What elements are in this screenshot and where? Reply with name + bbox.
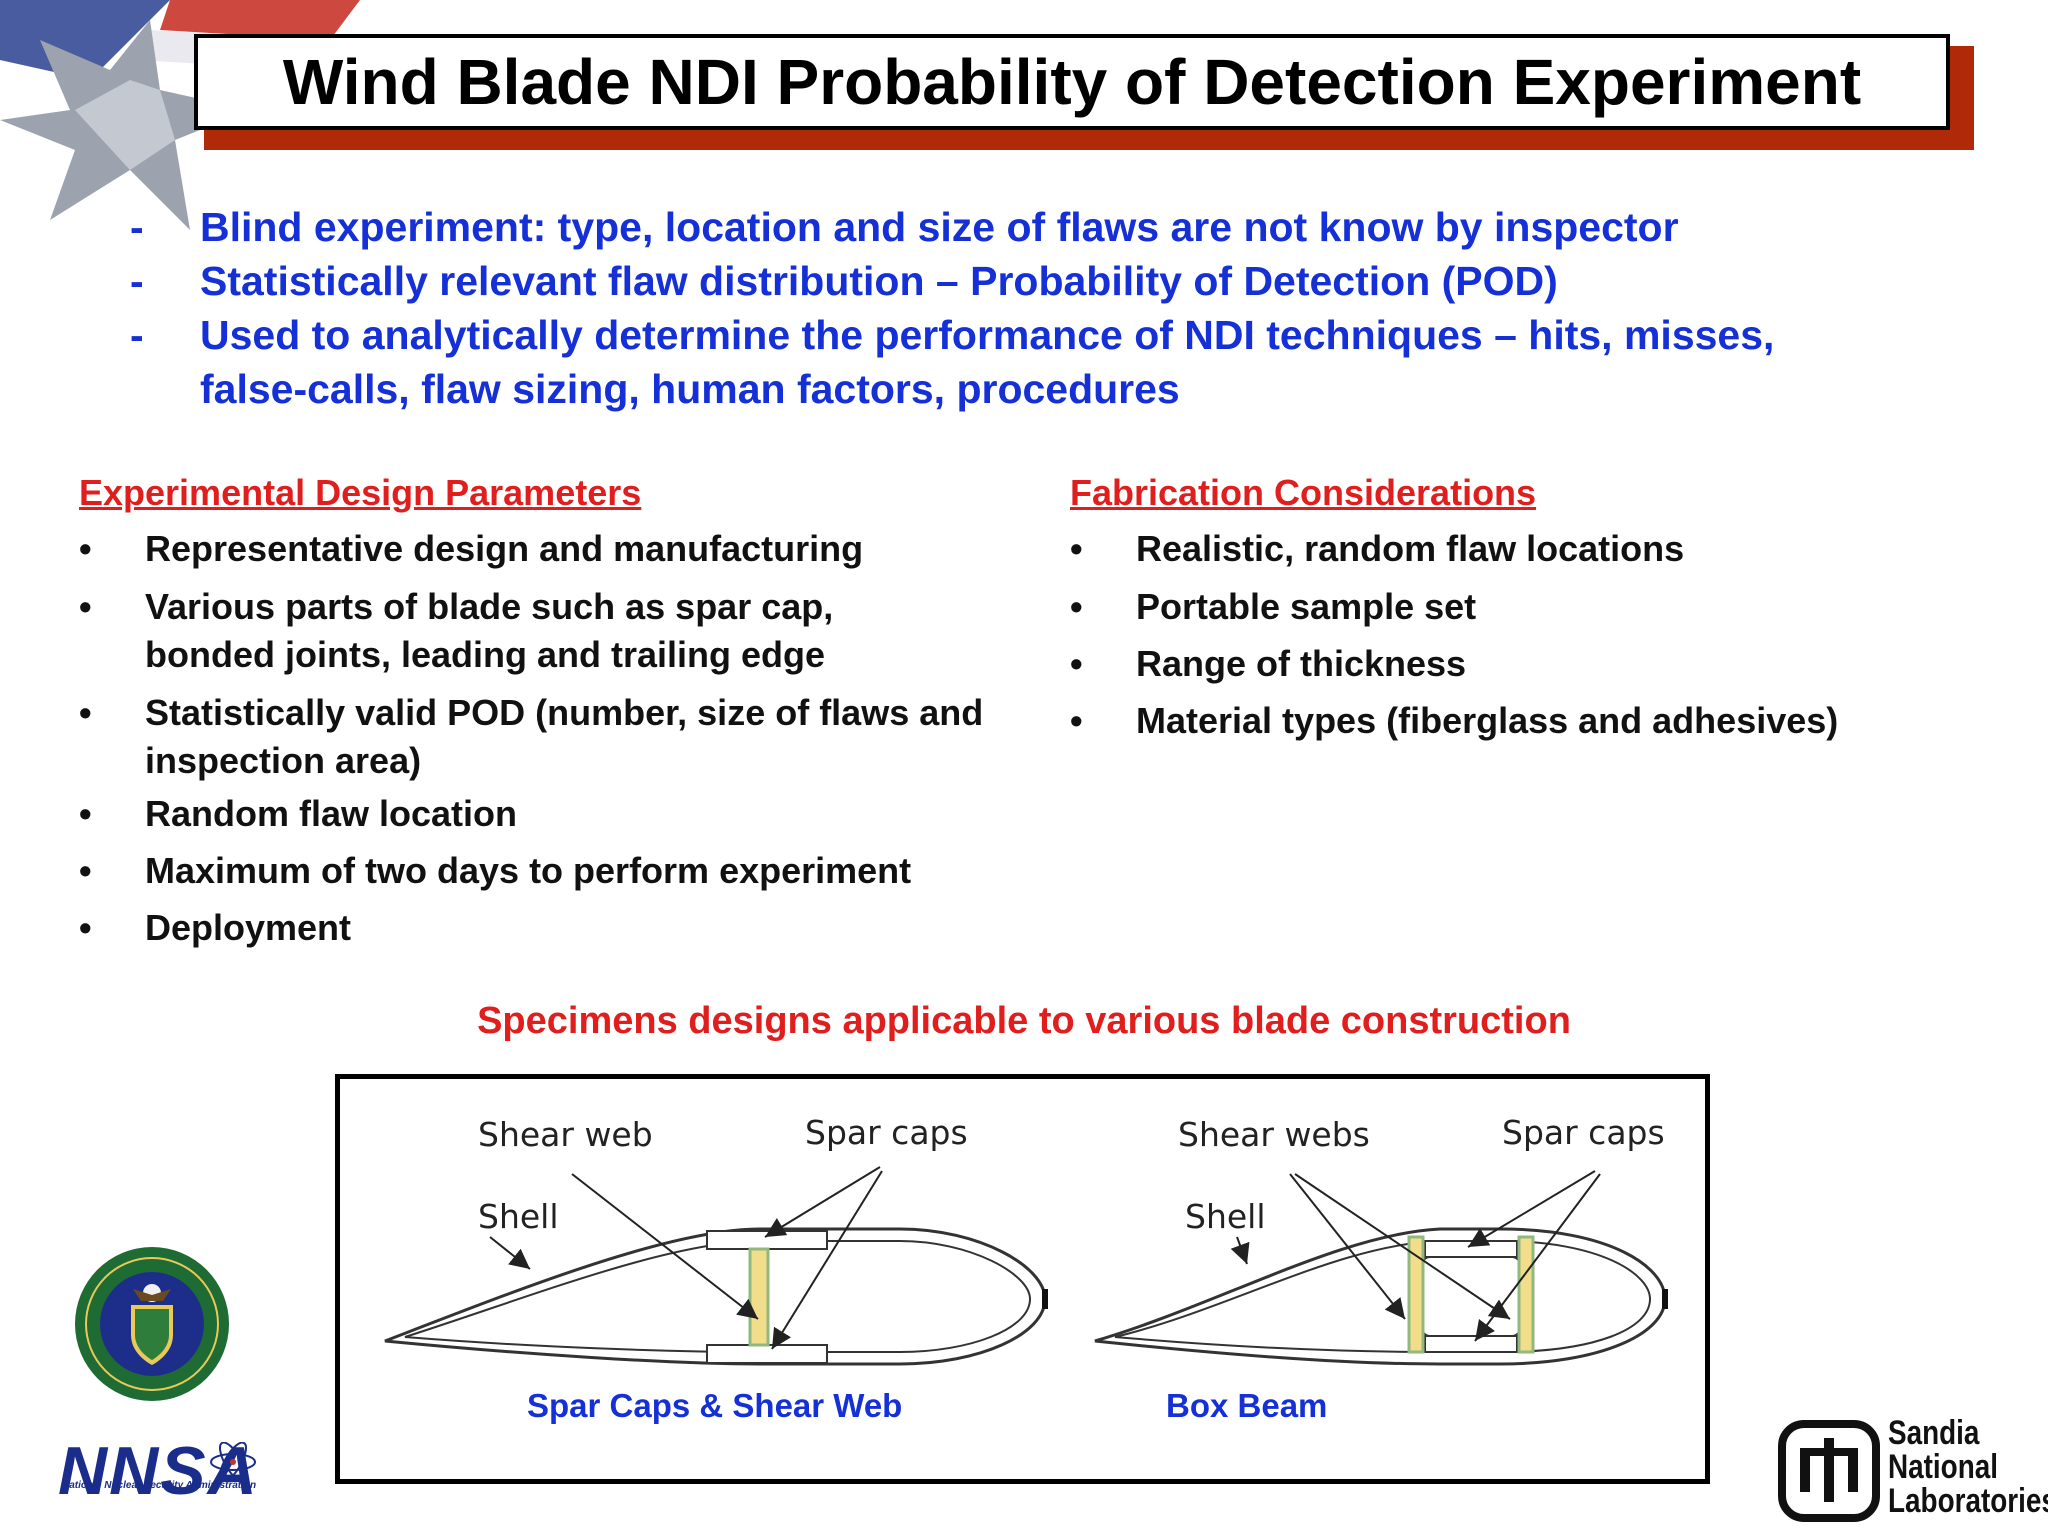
left-diagram-caption: Spar Caps & Shear Web xyxy=(527,1387,903,1424)
bullet-dot: • xyxy=(79,850,92,891)
right-diagram-caption: Box Beam xyxy=(1166,1387,1328,1424)
bullet-dot: • xyxy=(79,793,92,834)
intro-text: Blind experiment: type, location and siz… xyxy=(200,204,1679,250)
experimental-item-text: Deployment xyxy=(145,907,352,948)
bullet-dot: • xyxy=(79,586,92,627)
bullet-dot: • xyxy=(1070,586,1083,627)
box-beam-airfoil xyxy=(1094,1170,1668,1366)
spar-cap-airfoil xyxy=(384,1166,1048,1366)
experimental-heading: Experimental Design Parameters xyxy=(79,472,642,513)
intro-list: - Blind experiment: type, location and s… xyxy=(130,200,1890,420)
experimental-item-text: Random flaw location xyxy=(145,793,518,834)
fabrication-item-text: Portable sample set xyxy=(1136,586,1477,627)
bullet-dot: • xyxy=(79,907,92,948)
fabrication-heading: Fabrication Considerations xyxy=(1070,472,1537,513)
right-shear-webs-label: Shear webs xyxy=(1178,1115,1370,1154)
experimental-item-text: Various parts of blade such as spar cap,… xyxy=(145,586,834,675)
atom-icon xyxy=(210,1442,256,1482)
specimens-caption: Specimens designs applicable to various … xyxy=(477,1000,1571,1042)
intro-dash: - xyxy=(130,258,144,304)
bullet-dot: • xyxy=(1070,643,1083,684)
experimental-item-text: Statistically valid POD (number, size of… xyxy=(145,692,984,781)
left-spar-caps-label: Spar caps xyxy=(805,1113,968,1152)
page-title: Wind Blade NDI Probability of Detection … xyxy=(282,46,1862,118)
bullet-dot: • xyxy=(79,528,92,569)
sandia-line: National xyxy=(1888,1448,1998,1486)
intro-text: Statistically relevant flaw distribution… xyxy=(200,258,1558,304)
experimental-item-text: Maximum of two days to perform experimen… xyxy=(145,850,912,891)
intro-dash: - xyxy=(130,312,144,358)
airfoil-diagrams xyxy=(384,1166,1668,1366)
experimental-item-text: Representative design and manufacturing xyxy=(145,528,864,569)
title-box: Wind Blade NDI Probability of Detection … xyxy=(194,34,1950,130)
bullet-dot: • xyxy=(1070,528,1083,569)
intro-text: Used to analytically determine the perfo… xyxy=(200,312,1775,412)
nnsa-subtitle: National Nuclear Security Administration xyxy=(62,1480,257,1491)
left-shear-web-label: Shear web xyxy=(478,1115,653,1154)
left-shell-label: Shell xyxy=(478,1197,559,1236)
nnsa-logo: NNSA xyxy=(58,1433,259,1509)
sandia-line: Laboratories xyxy=(1888,1482,2048,1520)
fabrication-item-text: Range of thickness xyxy=(1136,643,1467,684)
bullet-dot: • xyxy=(1070,700,1083,741)
fabrication-item-text: Realistic, random flaw locations xyxy=(1136,528,1685,569)
sandia-line: Sandia xyxy=(1888,1414,1980,1452)
right-shell-label: Shell xyxy=(1185,1197,1266,1236)
fabrication-item-text: Material types (fiberglass and adhesives… xyxy=(1136,700,1839,741)
bullet-dot: • xyxy=(79,692,92,733)
blade-diagram-box: Shear web Spar caps Shell Spar Caps & Sh… xyxy=(335,1074,1710,1484)
right-spar-caps-label: Spar caps xyxy=(1502,1113,1665,1152)
sandia-thunderbird-icon xyxy=(1778,1420,1880,1522)
doe-seal-logo xyxy=(75,1247,229,1401)
intro-dash: - xyxy=(130,204,144,250)
sandia-logo-text: Sandia National Laboratories xyxy=(1888,1416,2048,1518)
